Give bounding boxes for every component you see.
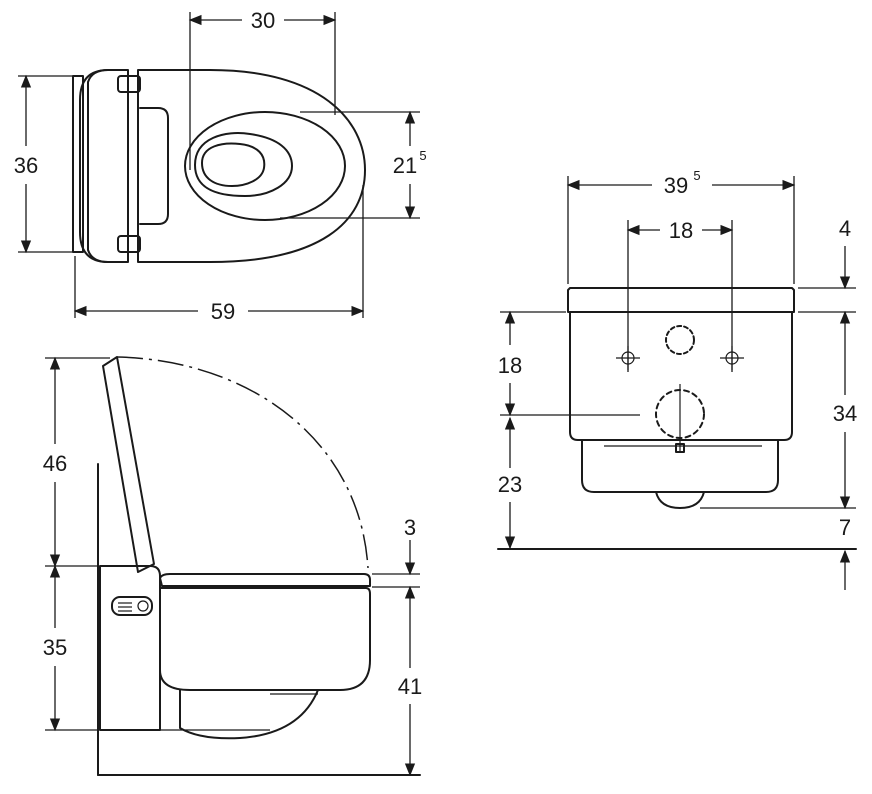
front-drain-height-label: 23 <box>498 472 522 497</box>
front-lid <box>567 287 795 313</box>
top-hinge-upper <box>117 75 141 93</box>
front-water-inlet <box>665 325 695 355</box>
front-fixing-height-label: 18 <box>498 353 522 378</box>
side-open-lid <box>102 356 155 573</box>
side-view: 46 35 3 41 <box>43 356 422 777</box>
side-bowl-body <box>159 587 371 691</box>
side-bowl-lower <box>179 689 319 740</box>
side-wall-unit <box>99 565 161 731</box>
top-lid-hinge <box>87 69 129 263</box>
front-base <box>581 439 779 493</box>
front-drain-bulb <box>655 491 705 509</box>
top-width-label: 30 <box>251 8 275 33</box>
side-lid-swing-arc <box>116 356 369 569</box>
side-lid-open-label: 46 <box>43 451 67 476</box>
front-drain-clip <box>675 443 685 453</box>
top-lid-back <box>79 69 109 263</box>
front-lid-height-label: 4 <box>839 216 851 241</box>
side-control-button <box>137 600 149 612</box>
top-wall-plate <box>72 75 84 253</box>
side-seat <box>159 573 371 587</box>
side-seat-height-label: 41 <box>398 674 422 699</box>
front-body-height-label: 34 <box>833 401 857 426</box>
top-view: 30 36 21 5 59 <box>14 8 427 324</box>
top-depth-label: 36 <box>14 153 38 178</box>
front-width-label-sup: 5 <box>693 168 700 183</box>
front-fixing-spacing-label: 18 <box>669 218 693 243</box>
top-back-plate <box>139 107 169 225</box>
top-seat-ring <box>184 111 346 221</box>
top-bowl-label-sup: 5 <box>419 148 426 163</box>
side-body-height-label: 35 <box>43 635 67 660</box>
top-length-label: 59 <box>211 299 235 324</box>
top-bowl-label: 21 <box>393 153 417 178</box>
front-body <box>569 311 793 441</box>
top-hinge-lower <box>117 235 141 253</box>
front-view: 39 5 18 4 18 23 34 7 <box>497 168 857 590</box>
top-seat-outline <box>137 69 366 263</box>
side-control-panel <box>111 596 153 616</box>
front-width-label: 39 <box>664 173 688 198</box>
front-bottom-gap-label: 7 <box>839 515 851 540</box>
side-seat-thickness-label: 3 <box>404 515 416 540</box>
top-bowl-water <box>201 142 266 187</box>
top-bowl-rim <box>194 132 293 197</box>
